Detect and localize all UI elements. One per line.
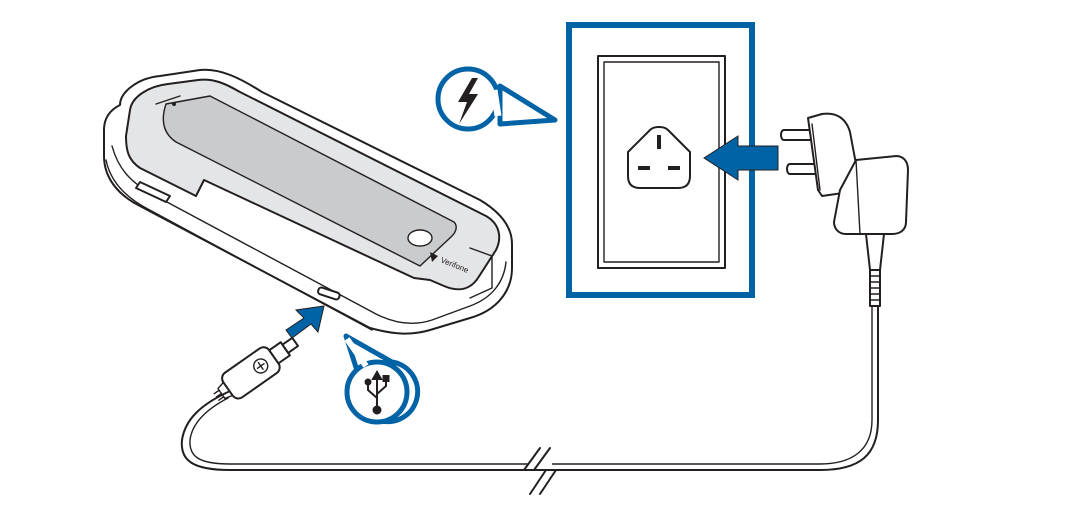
power-callout [435,66,558,132]
usb-symbol-icon [364,369,390,415]
wall-socket [566,22,755,298]
lightning-bolt-icon [458,78,478,124]
usb-plug [213,336,300,401]
plug-insert-arrow [703,135,779,181]
charging-cable [180,299,879,471]
usb-insert-arrow [285,305,325,339]
usb-callout [343,333,421,425]
usb-port [317,286,341,301]
wall-charger [780,112,909,307]
uk-socket-outlet [627,126,691,189]
cable-break-icon [523,447,557,495]
card-reader-device: Verifone [103,68,513,335]
home-button [407,229,433,247]
